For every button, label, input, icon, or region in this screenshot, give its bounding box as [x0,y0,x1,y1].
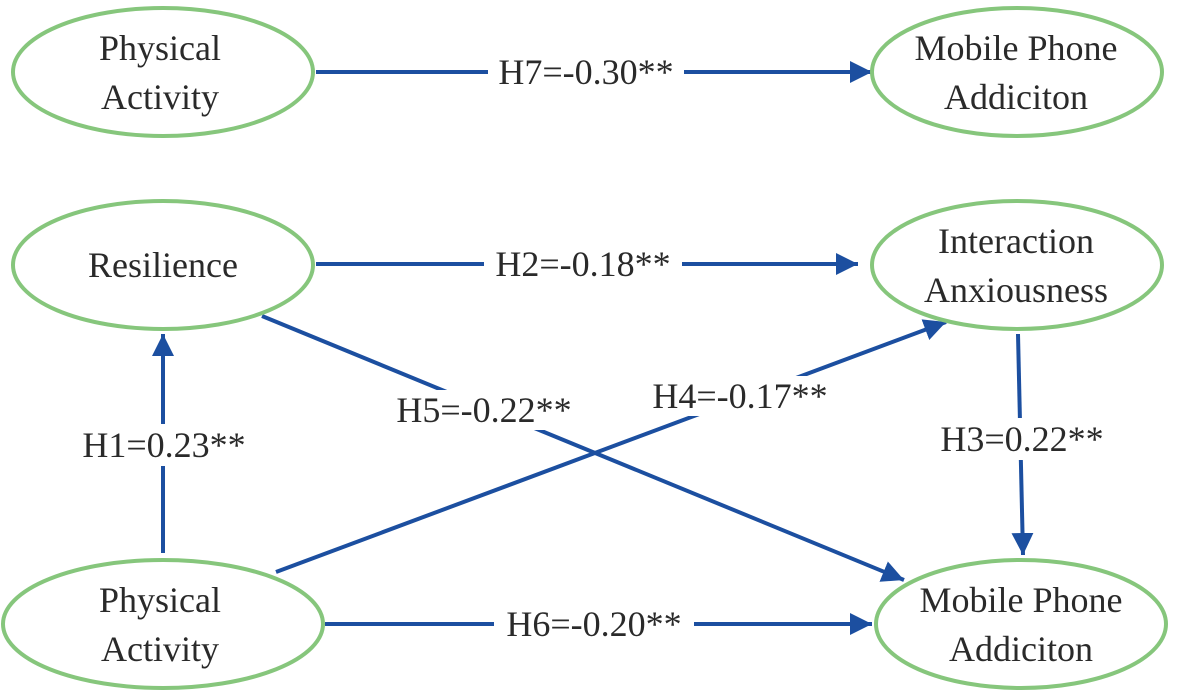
edge-label-h7-text: H7=-0.30** [498,52,673,92]
node-interaction-anxiousness-line2: Anxiousness [924,270,1108,310]
edge-label-h1-text: H1=0.23** [82,425,245,465]
edge-label-h5: H5=-0.22** [384,390,584,430]
node-mobile-phone-addiction-top-line1: Mobile Phone [915,28,1118,68]
node-physical-activity-top-line2: Activity [101,77,219,117]
edge-label-h3-text: H3=0.22** [940,419,1103,459]
edge-label-h6: H6=-0.20** [494,604,694,644]
edge-label-h5-text: H5=-0.22** [396,390,571,430]
node-mobile-phone-addiction-bottom: Mobile Phone Addiciton [874,558,1168,690]
node-interaction-anxiousness-line1: Interaction [938,221,1094,261]
node-interaction-anxiousness: Interaction Anxiousness [870,199,1164,331]
node-physical-activity-bottom-line2: Activity [101,629,219,669]
edge-label-h7: H7=-0.30** [488,52,684,92]
node-resilience-label: Resilience [88,245,238,285]
node-mobile-phone-addiction-top: Mobile Phone Addiciton [870,6,1164,138]
edge-h5-arrow [261,314,905,582]
node-mobile-phone-addiction-bottom-line1: Mobile Phone [920,580,1123,620]
edge-h4-arrow [275,319,947,574]
node-mobile-phone-addiction-top-line2: Addiciton [944,77,1088,117]
edge-label-h4-text: H4=-0.17** [652,376,827,416]
node-resilience: Resilience [11,199,315,331]
edge-label-h4: H4=-0.17** [640,376,840,416]
edge-label-h2-text: H2=-0.18** [495,244,670,284]
node-physical-activity-top: Physical Activity [11,6,315,138]
edge-label-h1: H1=0.23** [70,424,258,466]
node-physical-activity-bottom-line1: Physical [99,580,221,620]
edge-label-h2: H2=-0.18** [484,244,682,284]
node-physical-activity-bottom: Physical Activity [1,558,325,690]
node-physical-activity-top-line1: Physical [99,28,221,68]
edge-label-h6-text: H6=-0.20** [506,604,681,644]
node-mobile-phone-addiction-bottom-line2: Addiciton [949,629,1093,669]
edge-label-h3: H3=0.22** [928,418,1116,460]
